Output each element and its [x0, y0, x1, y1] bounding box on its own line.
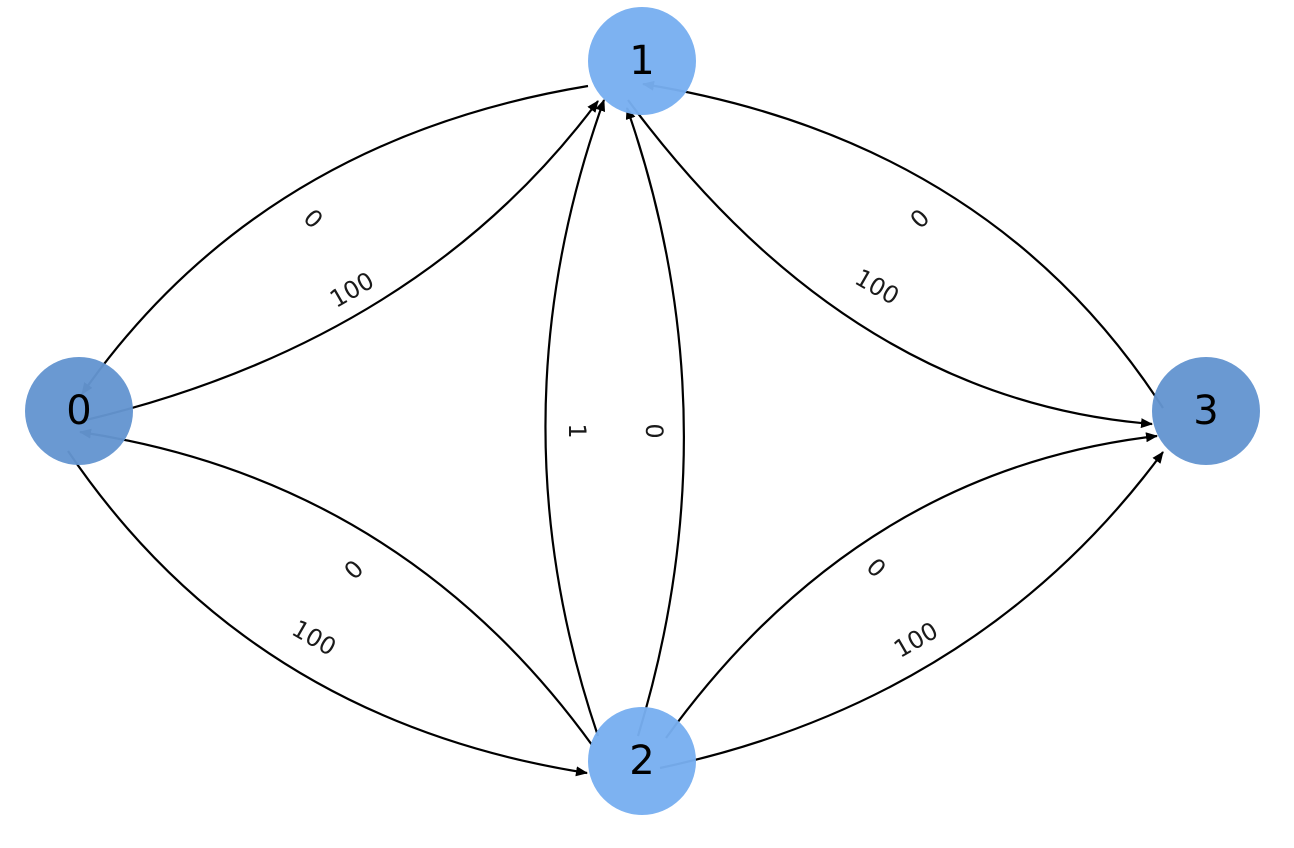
edge-label-background — [639, 415, 669, 447]
edge-1-to-0 — [81, 84, 589, 395]
edge-label-background — [291, 197, 335, 241]
node-3: 3 — [1152, 357, 1260, 465]
node-circle-0 — [25, 357, 133, 465]
edge-label-group-1-to-3: 100 — [843, 259, 911, 315]
edge-label-2-to-1: 1 — [563, 423, 591, 438]
edge-label-background — [854, 546, 898, 590]
edge-label-group-1-to-0: 0 — [291, 197, 335, 241]
edge-label-background — [280, 610, 348, 666]
node-2: 2 — [588, 707, 696, 815]
edges-layer — [67, 80, 1164, 777]
edge-label-background — [318, 262, 386, 318]
node-1: 1 — [588, 7, 696, 115]
edge-2-to-1 — [544, 99, 606, 737]
edge-0-to-2 — [67, 450, 588, 777]
node-0: 0 — [25, 357, 133, 465]
edge-1-to-2 — [625, 107, 685, 737]
edge-3-to-1 — [642, 80, 1164, 409]
node-circle-3 — [1152, 357, 1260, 465]
node-label-1: 1 — [629, 38, 654, 84]
node-label-0: 0 — [66, 388, 91, 434]
edge-2-to-3 — [665, 432, 1158, 739]
edge-label-group-1-to-2: 0 — [639, 415, 669, 447]
edge-label-group-2-to-3: 0 — [854, 546, 898, 590]
edge-label-group-2-to-0: 0 — [332, 548, 376, 592]
node-circle-1 — [588, 7, 696, 115]
edge-3-to-2 — [659, 451, 1164, 770]
edge-label-group-2-to-1: 1 — [562, 415, 592, 447]
node-circle-2 — [588, 707, 696, 815]
edge-label-group-3-to-1: 0 — [898, 197, 942, 241]
edge-label-background — [562, 415, 592, 447]
edge-label-1-to-2: 0 — [640, 423, 668, 438]
edge-label-background — [843, 259, 911, 315]
edge-label-background — [898, 197, 942, 241]
edge-label-group-0-to-2: 100 — [280, 610, 348, 666]
edge-1-to-3 — [627, 99, 1153, 429]
edge-2-to-0 — [79, 428, 593, 746]
edge-0-to-1 — [85, 100, 599, 422]
node-label-2: 2 — [629, 738, 654, 784]
node-label-3: 3 — [1193, 388, 1218, 434]
edge-label-background — [882, 612, 950, 668]
edge-label-group-0-to-1: 100 — [318, 262, 386, 318]
nodes-layer: 0 1 2 3 — [25, 7, 1260, 815]
edge-label-background — [332, 548, 376, 592]
